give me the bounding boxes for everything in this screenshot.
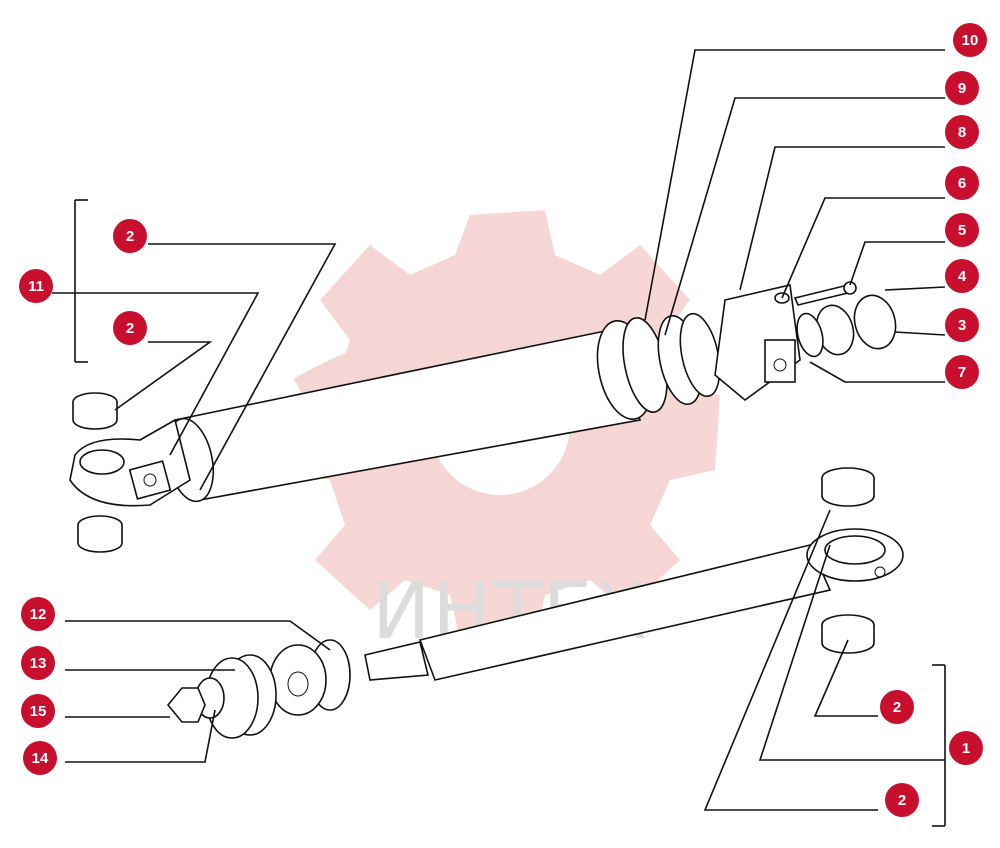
callout-2-upper: 2 [113,219,147,253]
bushing-right-top [821,467,875,507]
callout-13-label: 13 [30,655,47,672]
callout-2-bottom-badge [885,783,919,817]
callout-6: 6 [945,166,979,200]
callout-12: 12 [21,597,55,631]
piston-rod [364,528,904,681]
callout-3-label: 3 [958,317,966,334]
callout-3-badge [945,308,979,342]
leader-lines [52,49,946,827]
callout-4-label: 4 [958,268,967,285]
callout-3: 3 [945,308,979,342]
callout-4-badge [945,259,979,293]
callout-1-badge [949,731,983,765]
bushing-upper-left [72,392,118,430]
callout-9-badge [945,71,979,105]
callout-2-bottom: 2 [885,783,919,817]
callout-10-badge [953,23,987,57]
callout-5: 5 [945,213,979,247]
callout-8: 8 [945,115,979,149]
cylinder-head-assembly [714,281,897,402]
callout-7-label: 7 [958,364,966,381]
callout-14: 14 [23,741,57,775]
callout-12-label: 12 [30,606,47,623]
callout-2-bottom-label: 2 [898,792,906,809]
callout-6-label: 6 [958,175,966,192]
callout-2-middle-badge [113,311,147,345]
cylinder-barrel [165,312,721,503]
callout-13-badge [21,646,55,680]
callout-13: 13 [21,646,55,680]
callout-2-lower-right-badge [880,690,914,724]
callout-10-label: 10 [962,32,979,49]
callout-1-label: 1 [962,740,970,757]
callout-14-badge [23,741,57,775]
callout-4: 4 [945,259,979,293]
bushing-lower-left [77,515,123,553]
callout-15-label: 15 [30,703,47,720]
cylinder-clevis-end [69,418,191,507]
callout-14-label: 14 [32,750,49,767]
callout-5-badge [945,213,979,247]
callout-15-badge [21,694,55,728]
callout-12-badge [21,597,55,631]
callout-1: 1 [949,731,983,765]
callout-15: 15 [21,694,55,728]
callout-2-upper-badge [113,219,147,253]
callout-7-badge [945,355,979,389]
callout-5-label: 5 [958,222,966,239]
callout-2-middle: 2 [113,311,147,345]
callout-11-label: 11 [28,278,44,295]
callout-6-badge [945,166,979,200]
callout-8-badge [945,115,979,149]
callout-9-label: 9 [958,80,966,97]
callout-11-badge [19,269,53,303]
callout-2-upper-label: 2 [126,228,134,245]
callout-8-label: 8 [958,124,966,141]
callout-7: 7 [945,355,979,389]
piston-assembly [166,639,351,739]
bushing-right-bottom [821,614,875,654]
callout-10: 10 [953,23,987,57]
callout-2-lower-right-label: 2 [893,699,901,716]
callout-9: 9 [945,71,979,105]
callout-2-lower-right: 2 [880,690,914,724]
callout-2-middle-label: 2 [126,320,134,337]
callout-11: 11 [19,269,53,303]
